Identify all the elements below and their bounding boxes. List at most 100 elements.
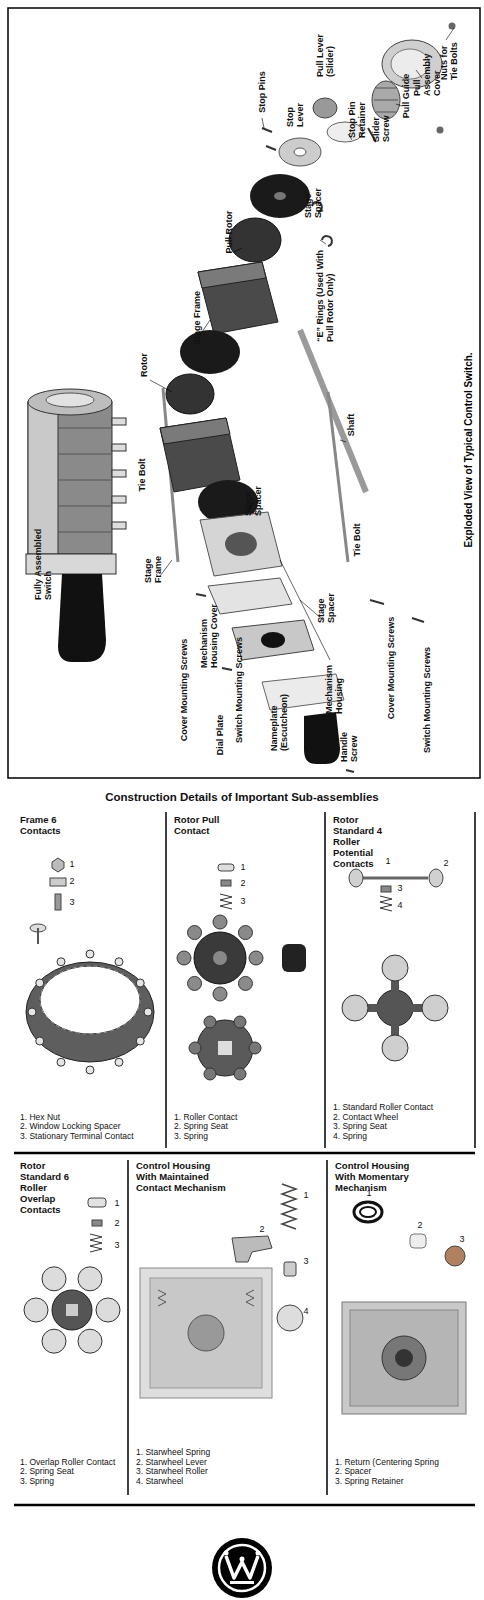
panel-divider xyxy=(474,812,476,1148)
panel-divider xyxy=(14,812,475,1505)
panel-heading: Control Housing With Maintained Contact … xyxy=(136,1161,232,1194)
six-roller-parts xyxy=(90,1234,102,1252)
maintained-mechanism xyxy=(188,1315,224,1351)
parts-list-item: 3. Spring xyxy=(174,1132,319,1142)
maintained-mechanism xyxy=(140,1184,303,1398)
terminal-screws xyxy=(115,1058,123,1066)
callout-number: 3 xyxy=(303,1257,308,1267)
panel-heading: Control Housing With Momentary Mechanism xyxy=(335,1161,431,1194)
parts-list: 1. Roller Contact2. Spring Seat3. Spring xyxy=(174,1113,319,1142)
maintained-mechanism xyxy=(232,1236,272,1262)
terminal-screws xyxy=(86,950,94,958)
parts-list-item: 3. Stationary Terminal Contact xyxy=(20,1132,160,1142)
leader-line xyxy=(150,28,454,660)
frame-parts xyxy=(26,962,154,1062)
exploded-parts xyxy=(300,330,366,492)
parts-list-item: 1. Roller Contact xyxy=(174,1113,319,1123)
momentary-mechanism xyxy=(350,1310,458,1406)
maintained-mechanism xyxy=(150,1278,262,1388)
callout-number: 2 xyxy=(259,1225,264,1235)
momentary-mechanism xyxy=(410,1234,426,1248)
pull-rotor-parts xyxy=(213,951,227,965)
terminal-screws xyxy=(115,958,123,966)
subassembly-panel: Control Housing With Maintained Contact … xyxy=(130,1158,325,1493)
leader-line xyxy=(320,240,326,244)
parts-list-item: 2. Contact Wheel xyxy=(333,1113,471,1123)
assembled-switch xyxy=(58,428,112,429)
leader-line xyxy=(234,248,242,252)
panel-divider xyxy=(127,1160,129,1495)
frame-parts xyxy=(37,928,39,944)
exploded-parts xyxy=(449,23,456,30)
rotor-lobes xyxy=(189,1016,261,1080)
frame-parts xyxy=(55,894,61,910)
parts-list: 1. Overlap Roller Contact2. Spring Seat3… xyxy=(20,1458,122,1487)
parts-list-item: 3. Starwheel Roller xyxy=(136,1467,321,1477)
assembled-switch xyxy=(58,506,112,507)
rotor-lobes xyxy=(234,1068,246,1080)
leader-line xyxy=(446,28,454,40)
frame-parts xyxy=(26,858,154,1062)
leader-line xyxy=(150,380,172,392)
roller-contacts xyxy=(188,926,202,940)
callout-number: 4 xyxy=(397,901,402,911)
terminal-screws xyxy=(36,1037,44,1045)
parts-list-item: 1. Hex Nut xyxy=(20,1113,160,1123)
momentary-mechanism xyxy=(445,1246,465,1266)
momentary-mechanism xyxy=(342,1202,466,1414)
parts-list-item: 3. Spring Retainer xyxy=(335,1477,471,1487)
roller-contacts xyxy=(238,926,252,940)
four-roller-parts xyxy=(381,886,391,892)
panel-divider xyxy=(14,1504,475,1507)
exploded-parts xyxy=(180,330,240,374)
pull-rotor-parts xyxy=(221,880,231,886)
six-roller-parts xyxy=(92,1220,102,1226)
exploded-parts xyxy=(200,512,282,576)
assembled-switch xyxy=(28,389,112,415)
exploded-parts xyxy=(372,81,400,119)
exploded-parts xyxy=(198,262,278,334)
parts-list: 1. Hex Nut2. Window Locking Spacer3. Sta… xyxy=(20,1113,160,1142)
terminal-screws xyxy=(86,1066,94,1074)
callout-number: 3 xyxy=(240,897,245,907)
exploded-parts xyxy=(346,770,354,772)
assembled-switch xyxy=(26,389,126,662)
pull-rotor-parts xyxy=(194,864,306,1076)
roller-contacts xyxy=(238,976,252,990)
parts-list-item: 2. Spacer xyxy=(335,1467,471,1477)
subassembly-panel: Control Housing With Momentary Mechanism… xyxy=(329,1158,475,1493)
callout-number: 2 xyxy=(417,1221,422,1231)
callout-number: 1 xyxy=(114,1199,119,1209)
terminal-screws xyxy=(36,979,44,987)
rotor-lobes xyxy=(189,1042,201,1054)
exploded-parts xyxy=(294,148,306,156)
momentary-mechanism xyxy=(395,1349,413,1367)
exploded-parts xyxy=(160,23,456,773)
terminal-screws xyxy=(136,1037,144,1045)
part-label: Switch Mounting Screws xyxy=(235,637,245,743)
roller-contacts xyxy=(382,1035,408,1061)
part-label: Tie Bolt xyxy=(353,524,363,557)
part-label: Handle Screw xyxy=(340,728,360,762)
roller-contacts xyxy=(342,995,368,1021)
four-roller-parts xyxy=(349,869,443,1048)
momentary-mechanism xyxy=(360,1207,376,1217)
company-logo xyxy=(256,1551,261,1556)
exploded-parts xyxy=(232,620,314,660)
callout-number: 2 xyxy=(114,1219,119,1229)
exploded-parts xyxy=(322,236,332,246)
part-label: Cover Mounting Screws xyxy=(180,639,190,742)
rotor-lobes xyxy=(204,1016,216,1028)
roller-contacts xyxy=(382,955,408,981)
terminal-screws xyxy=(28,950,152,1074)
panel-divider xyxy=(14,1152,475,1155)
parts-list-item: 1. Starwheel Spring xyxy=(136,1448,321,1458)
company-logo xyxy=(212,1538,272,1598)
parts-list-item: 4. Spring xyxy=(333,1132,471,1142)
exploded-parts xyxy=(198,262,266,288)
roller-contacts xyxy=(96,1298,120,1322)
callout-number: 3 xyxy=(69,898,74,908)
exploded-parts xyxy=(229,218,281,262)
callout-number: 1 xyxy=(240,863,245,873)
exploded-parts xyxy=(225,532,257,556)
